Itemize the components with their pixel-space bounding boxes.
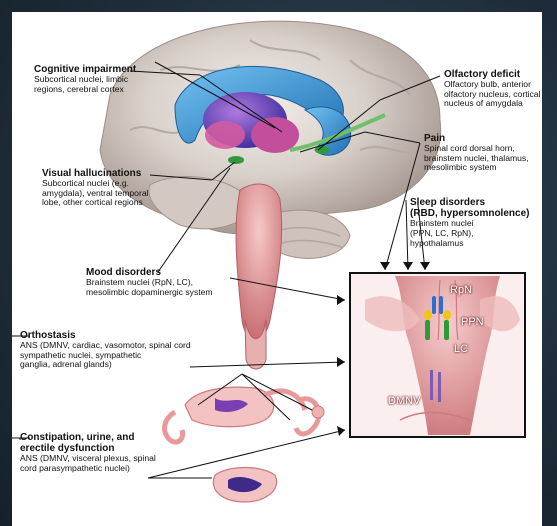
- label-pain: Pain Spinal cord dorsal horn, brainstem …: [424, 133, 529, 173]
- dmnv-nucleus: [430, 370, 433, 400]
- label-desc: nucleus of amygdala: [444, 99, 540, 109]
- label-cognitive-impairment: Cognitive impairment Subcortical nuclei,…: [34, 64, 136, 94]
- label-title: Sleep disorders: [410, 197, 529, 208]
- inset-label-rpn: RpN: [450, 284, 472, 296]
- label-desc: lobe, other cortical regions: [42, 198, 149, 208]
- inset-label-ppn: PPN: [461, 316, 484, 328]
- inset-label-lc: LC: [454, 343, 468, 355]
- amygdala-marker: [228, 156, 244, 164]
- rpn-nucleus: [432, 296, 436, 314]
- label-mood-disorders: Mood disorders Brainstem nuclei (RpN, LC…: [86, 267, 213, 297]
- spinal-cord-section-upper: [165, 387, 324, 442]
- label-desc: cord parasympathetic nuclei): [20, 464, 156, 474]
- ppn-nucleus: [424, 310, 432, 320]
- label-desc: regions, cerebral cortex: [34, 85, 136, 95]
- label-title: Constipation, urine, and: [20, 432, 156, 443]
- label-orthostasis: Orthostasis ANS (DMNV, cardiac, vasomoto…: [20, 330, 191, 370]
- inset-label-dmnv: DMNV: [388, 395, 420, 407]
- label-desc: mesolimbic dopaminergic system: [86, 288, 213, 298]
- label-desc: ganglia, adrenal glands): [20, 360, 191, 370]
- label-olfactory-deficit: Olfactory deficit Olfactory bulb, anteri…: [444, 69, 540, 109]
- spinal-cord-section-lower: [213, 468, 276, 503]
- lc-nucleus: [425, 320, 430, 340]
- label-desc: mesolimbic system: [424, 163, 529, 173]
- label-sleep-disorders: Sleep disorders (RBD, hypersomnolence) B…: [410, 197, 529, 248]
- label-visual-hallucinations: Visual hallucinations Subcortical nuclei…: [42, 168, 149, 208]
- brainstem-inset: [350, 273, 525, 437]
- brainstem: [236, 184, 282, 339]
- label-desc: hypothalamus: [410, 239, 529, 249]
- label-constipation: Constipation, urine, and erectile dysfun…: [20, 432, 156, 474]
